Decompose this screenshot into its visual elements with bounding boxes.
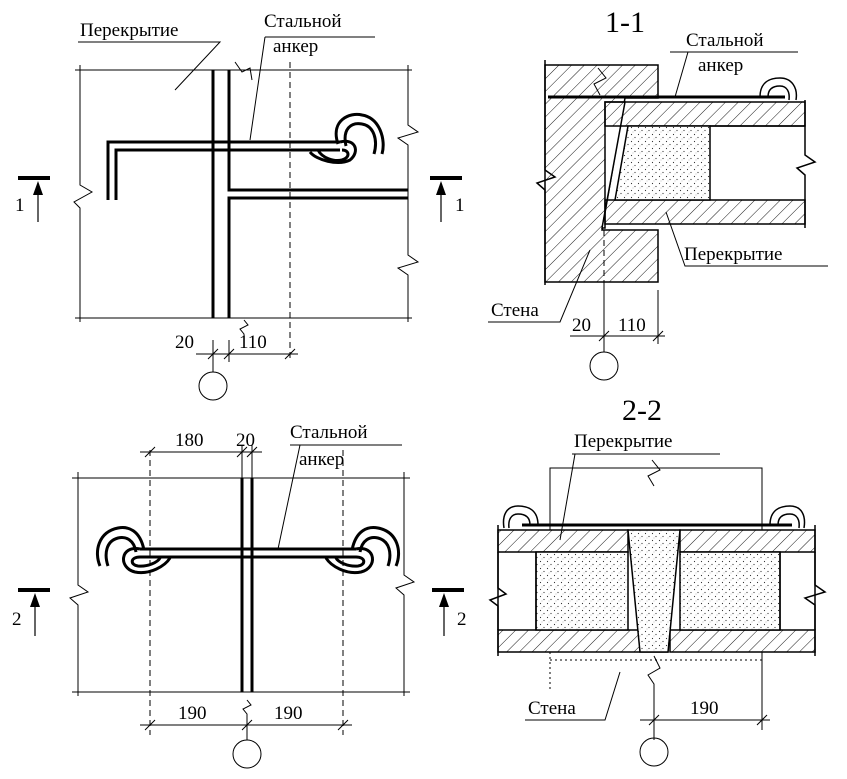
plan-2-dim-190-left: 190 xyxy=(178,703,207,724)
section-2-2-floor-label: Перекрытие xyxy=(574,431,673,452)
plan-1-leaders xyxy=(78,36,375,141)
section-1-1: 1-1 Стальной анкер Перекрытие xyxy=(488,6,828,381)
section-1-1-wall-label: Стена xyxy=(491,300,539,321)
plan-2-dim-190-right: 190 xyxy=(274,703,303,724)
plan-2-dimension-bottom xyxy=(140,699,352,769)
section-1-1-title: 1-1 xyxy=(605,6,645,39)
plan-2-leaders xyxy=(277,444,402,550)
plan-1-section-mark-left: 1 xyxy=(15,176,50,222)
section-1-1-floor-slab xyxy=(604,100,817,228)
plan-2-frame xyxy=(69,472,416,696)
section-2-2: 2-2 xyxy=(488,394,827,767)
section-1-1-steel-anchor xyxy=(548,77,798,101)
plan-1-anchor-label-2: анкер xyxy=(273,36,318,57)
plan-1-steel-anchor xyxy=(106,112,385,200)
plan-1-dim-110: 110 xyxy=(239,332,267,353)
plan-2-steel-anchor xyxy=(95,526,401,575)
plan-2-mark-left-number: 2 xyxy=(12,609,22,630)
plan-2-dim-180: 180 xyxy=(175,430,204,451)
plan-2-section-mark-left: 2 xyxy=(12,588,50,636)
section-2-2-wall-label: Стена xyxy=(528,698,576,719)
section-2-2-title: 2-2 xyxy=(622,394,662,427)
section-1-1-anchor-label-1: Стальной xyxy=(686,30,764,51)
plan-2-slab-joint xyxy=(240,478,254,692)
plan-2-dim-20: 20 xyxy=(236,430,255,451)
plan-1-dimension-line xyxy=(196,319,298,401)
section-1-1-wall-hatch xyxy=(544,64,659,283)
plan-view-2: Стальной анкер 2 2 180 20 xyxy=(12,422,467,769)
section-1-1-dim-20: 20 xyxy=(572,315,591,336)
plan-view-1: Перекрытие Стальной анкер 1 1 2 xyxy=(15,11,465,401)
section-1-1-dimension-line xyxy=(570,290,665,381)
plan-2-anchor-label-1: Стальной xyxy=(290,422,368,443)
plan-1-frame xyxy=(73,61,420,322)
plan-1-section-mark-right: 1 xyxy=(430,176,465,222)
plan-1-dim-20: 20 xyxy=(175,332,194,353)
section-2-2-dimension-line xyxy=(639,714,770,767)
plan-1-mark-left-number: 1 xyxy=(15,195,25,216)
plan-2-dimension-top xyxy=(140,445,262,478)
section-1-1-floor-label: Перекрытие xyxy=(684,244,783,265)
plan-1-floor-label: Перекрытие xyxy=(80,20,179,41)
plan-1-anchor-label-1: Стальной xyxy=(264,11,342,32)
plan-1-slab-joint xyxy=(211,70,408,318)
plan-1-mark-right-number: 1 xyxy=(455,195,465,216)
section-2-2-dim-190: 190 xyxy=(690,698,719,719)
plan-2-mark-right-number: 2 xyxy=(457,609,467,630)
section-1-1-wall-break xyxy=(535,60,557,285)
section-1-1-anchor-label-2: анкер xyxy=(698,55,743,76)
plan-2-section-mark-right: 2 xyxy=(432,588,467,636)
section-2-2-floor-slabs xyxy=(497,529,816,653)
plan-2-anchor-label-2: анкер xyxy=(299,449,344,470)
section-1-1-dim-110: 110 xyxy=(618,315,646,336)
section-2-2-steel-anchor xyxy=(502,505,806,529)
